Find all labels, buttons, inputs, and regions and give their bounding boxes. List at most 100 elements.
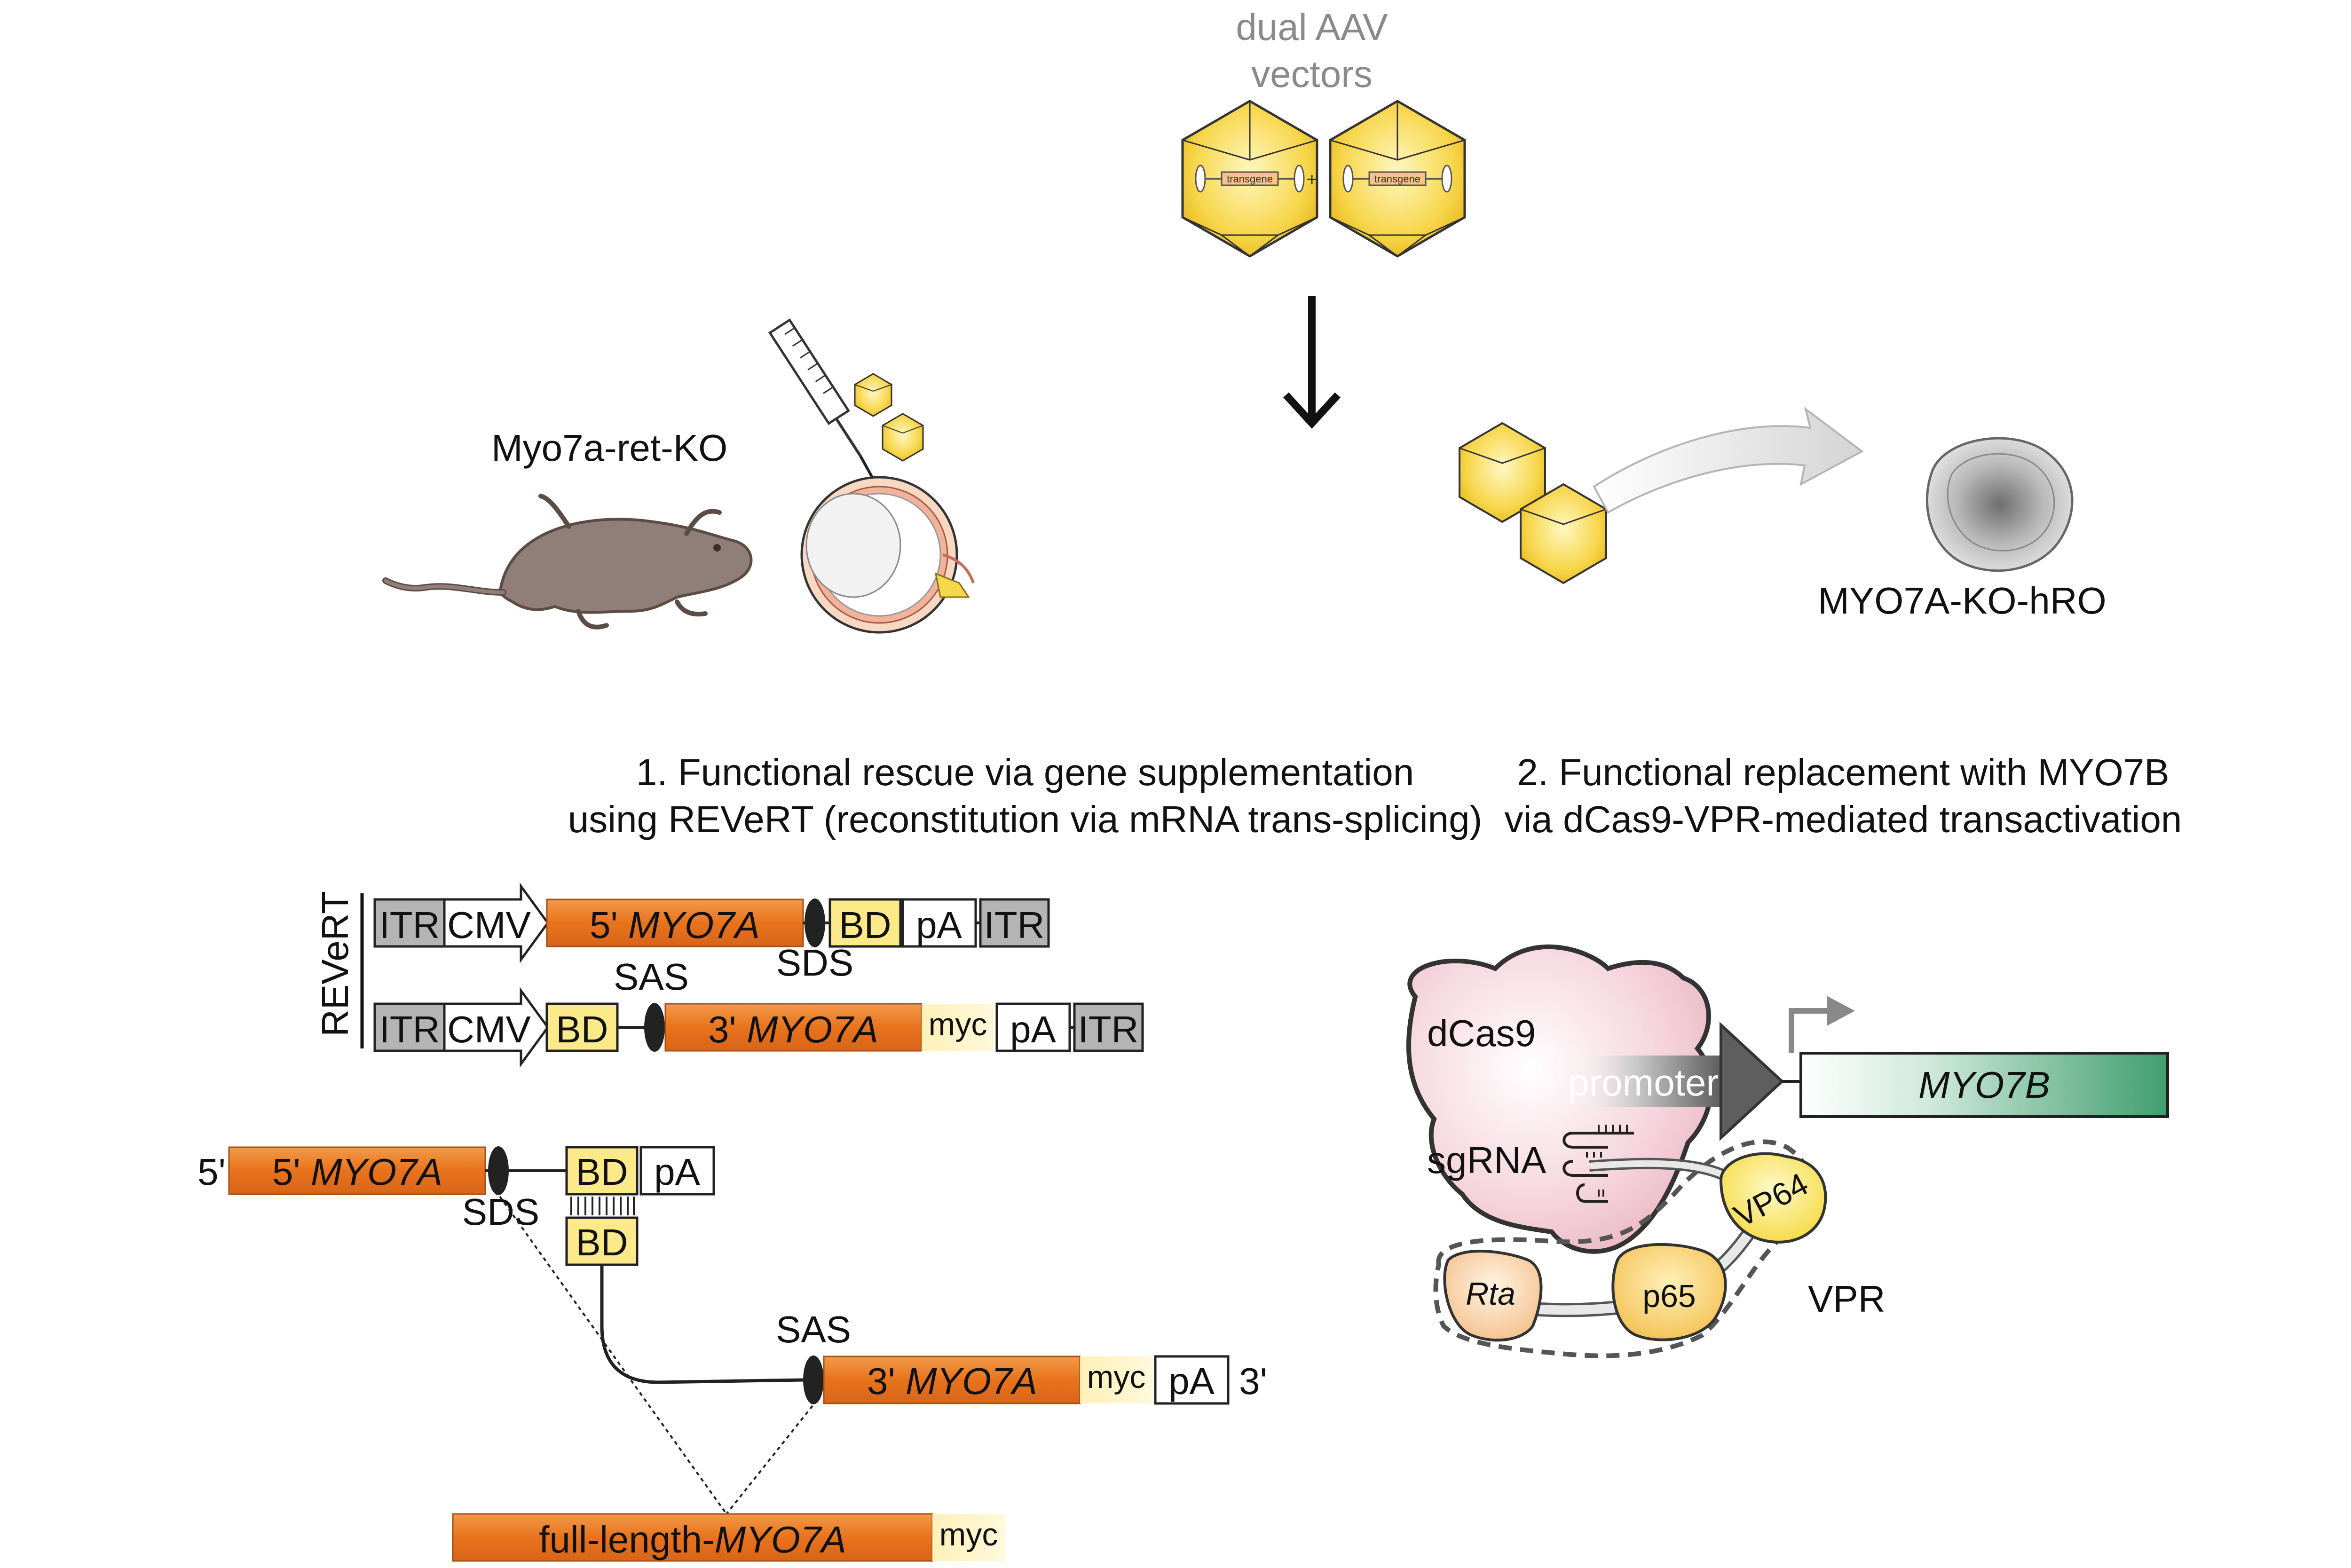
pa-box <box>995 1002 1071 1052</box>
gene-5prime-box <box>228 1146 486 1195</box>
plus-sign: + <box>1306 169 1317 190</box>
pa-box <box>901 898 977 948</box>
p65-label: p65 <box>1642 1278 1696 1314</box>
dcas9-label: dCas9 <box>1427 1012 1536 1054</box>
myc-tag-box <box>1080 1356 1153 1403</box>
revert-label: REVeRT <box>314 891 356 1037</box>
gene-3prime-box <box>823 1355 1081 1404</box>
pa-text: pA <box>1010 1009 1056 1050</box>
curved-arrow-icon <box>1593 407 1864 514</box>
promoter-label: promoter <box>1568 1062 1719 1103</box>
small-capsid-icon <box>1459 422 1546 523</box>
myc-text: myc <box>929 1007 987 1042</box>
bd-box <box>545 1002 619 1052</box>
small-capsid-icon <box>854 373 892 417</box>
sas-splice-site <box>803 1355 824 1404</box>
itr-text: ITR <box>984 904 1045 946</box>
mouse-model-label: Myo7a-ret-KO <box>491 427 727 469</box>
sgrna-icon <box>1562 1125 1634 1203</box>
section2-title-line1: 2. Functional replacement with MYO7B <box>1517 751 2169 793</box>
section1: 1. Functional rescue via gene supplement… <box>197 751 1483 1562</box>
sas-label: SAS <box>614 956 689 998</box>
vectors-title-line2: vectors <box>1251 53 1373 95</box>
myo7b-gene-box <box>1799 1052 2169 1118</box>
transgene-label: transgene <box>1227 173 1273 185</box>
cmv-promoter-arrow <box>443 987 550 1068</box>
p65-domain <box>1611 1243 1727 1341</box>
organoid-panel: MYO7A-KO-hRO <box>1459 407 2106 622</box>
transcription-start-icon <box>1789 996 1855 1053</box>
rta-domain <box>1443 1250 1543 1342</box>
pa-box <box>639 1146 715 1196</box>
myc-text: myc <box>1087 1359 1146 1395</box>
five-prime-end: 5' <box>197 1151 226 1193</box>
bd-text: BD <box>576 1151 628 1193</box>
itr-text: ITR <box>1078 1009 1139 1050</box>
section2-title-line2: via dCas9-VPR-mediated transactivation <box>1505 798 2182 840</box>
organoid-icon <box>1926 437 2074 572</box>
sas-splice-site <box>644 1003 665 1052</box>
gene-3prime-text: 3' MYO7A <box>708 1009 878 1050</box>
organoid-model-label: MYO7A-KO-hRO <box>1818 580 2106 622</box>
full-length-gene-box <box>452 1513 933 1562</box>
gene-5prime-text: 5' MYO7A <box>272 1151 442 1193</box>
bd-text: BD <box>839 904 891 946</box>
full-length-product: full-length-MYO7A myc <box>452 1513 1005 1562</box>
construct2: ITR CMV BD SAS 3' MYO7A myc pA ITR <box>373 956 1144 1068</box>
myc-tag-box <box>922 1004 994 1051</box>
myc-text: myc <box>939 1517 998 1552</box>
full-length-text: full-length-MYO7A <box>539 1519 846 1560</box>
promoter-region <box>1566 1056 1721 1107</box>
down-arrow-icon <box>1283 296 1341 429</box>
transgene-label: transgene <box>1374 173 1420 185</box>
mouse-pup-icon <box>382 494 753 630</box>
itr-box <box>979 898 1050 948</box>
bd-box <box>565 1146 639 1196</box>
pa-box <box>1154 1355 1230 1405</box>
myo7b-label: MYO7B <box>1918 1064 2050 1106</box>
itr-box <box>1073 1002 1144 1052</box>
section2: 2. Functional replacement with MYO7B via… <box>1406 751 2182 1358</box>
myc-tag-box <box>932 1514 1005 1561</box>
bd-box <box>828 898 902 948</box>
vpr-label: VPR <box>1808 1278 1886 1320</box>
section1-title-line2: using REVeRT (reconstitution via mRNA tr… <box>568 798 1483 840</box>
sds-label: SDS <box>776 942 854 984</box>
pa-text: pA <box>654 1151 700 1193</box>
sgrna-label: sgRNA <box>1427 1139 1546 1181</box>
mouse-injection-panel: Myo7a-ret-KO <box>382 318 975 634</box>
bd-hybridization <box>570 1197 635 1215</box>
itr-text: ITR <box>379 904 440 946</box>
cmv-text: CMV <box>447 1009 531 1050</box>
sds-splice-site <box>488 1146 509 1195</box>
vp64-domain <box>1719 1152 1827 1244</box>
trans-splicing-schematic: 5' 5' MYO7A SDS BD pA <box>197 1146 1267 1515</box>
three-prime-end: 3' <box>1239 1360 1267 1402</box>
itr-box <box>373 1002 446 1052</box>
gene-5prime-box <box>546 898 804 947</box>
gene-3prime-text: 3' MYO7A <box>867 1360 1037 1402</box>
aav-capsid-icon: transgene <box>1329 100 1466 258</box>
rta-label: Rta <box>1466 1276 1515 1312</box>
gene-3prime-box <box>664 1003 923 1052</box>
bd-text: BD <box>556 1009 608 1050</box>
eye-icon <box>800 476 975 634</box>
sas-label: SAS <box>776 1308 851 1350</box>
cmv-promoter-arrow <box>443 882 550 963</box>
small-capsid-icon <box>882 413 924 462</box>
aav-capsid-icon: transgene <box>1181 100 1318 258</box>
section1-title-line1: 1. Functional rescue via gene supplement… <box>636 751 1414 793</box>
promoter-arrowhead <box>1720 1022 1784 1141</box>
dual-aav-section: dual AAV vectors transgene + <box>1181 6 1466 429</box>
sds-splice-site <box>805 898 825 947</box>
gene-5prime-text: 5' MYO7A <box>590 904 760 946</box>
dcas9-protein <box>1406 944 1713 1254</box>
pa-text: pA <box>1168 1360 1215 1402</box>
itr-text: ITR <box>379 1009 440 1050</box>
pa-text: pA <box>916 904 962 946</box>
cmv-text: CMV <box>447 904 531 946</box>
vectors-title-line1: dual AAV <box>1236 6 1388 48</box>
bd-box <box>565 1216 639 1266</box>
construct1: ITR CMV 5' MYO7A BD pA ITR SDS <box>373 882 1050 984</box>
